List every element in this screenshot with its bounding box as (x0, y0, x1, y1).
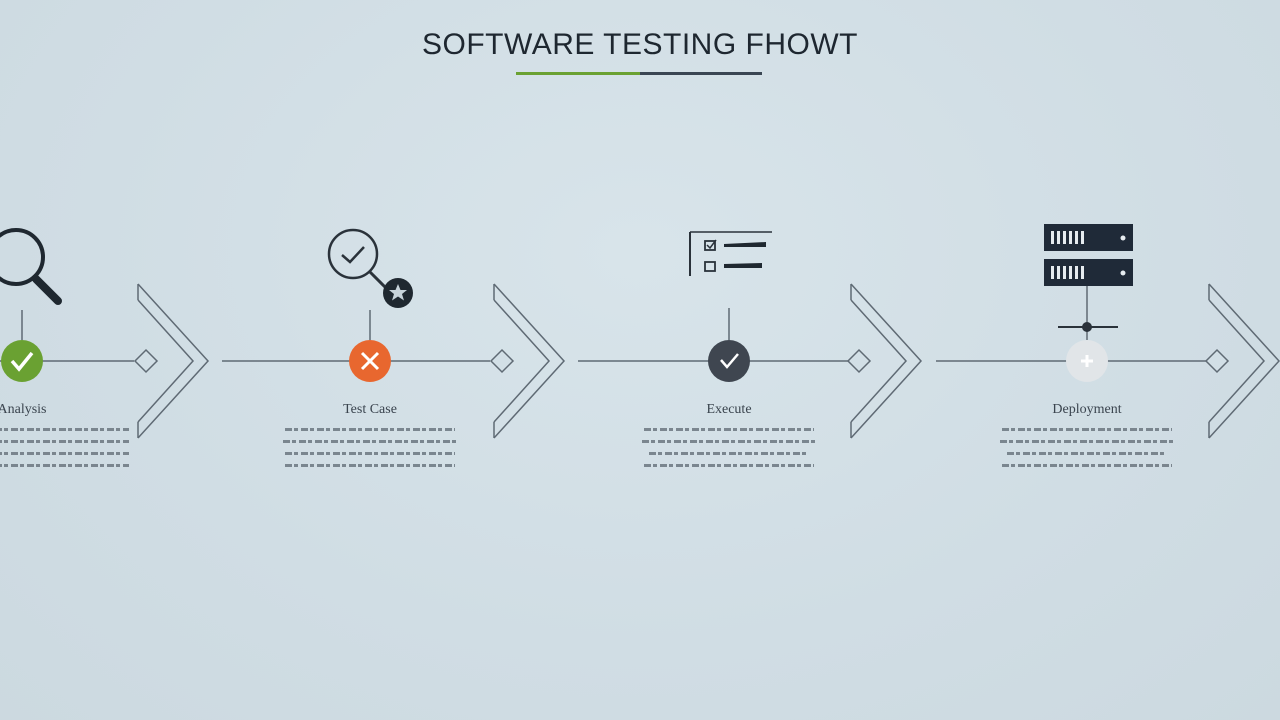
node-check-dark (708, 340, 750, 382)
title-underline-green (516, 72, 640, 75)
chevron-arrow-1 (137, 283, 210, 439)
diamond-4 (1204, 348, 1230, 374)
server-icon (1044, 224, 1133, 332)
title-underline (516, 72, 762, 75)
chevron-arrow-3 (850, 283, 923, 439)
chevron-arrow-4 (1208, 283, 1280, 439)
node-plus-light (1066, 340, 1108, 382)
stage-desc-execute (629, 428, 829, 476)
desc-line (1002, 464, 1172, 467)
diamond-3 (846, 348, 872, 374)
desc-line (1007, 452, 1167, 455)
desc-line (0, 452, 129, 455)
page-title: SOFTWARE TESTING FHOWT (422, 28, 858, 61)
stage-desc-analysis (0, 428, 154, 476)
stage-label-deployment: Deployment (1052, 402, 1122, 417)
stage-desc-test-case (270, 428, 470, 476)
diamond-2 (489, 348, 515, 374)
stage-desc-deployment (987, 428, 1187, 476)
desc-line (0, 428, 129, 431)
desc-line (644, 464, 814, 467)
desc-line (0, 464, 129, 467)
node-check-green (1, 340, 43, 382)
node-x-orange (349, 340, 391, 382)
desc-line (644, 428, 814, 431)
title-underline-dark (640, 72, 762, 75)
stage-label-test-case: Test Case (343, 402, 397, 417)
magnifier-check-star-icon (327, 228, 413, 308)
stage-label-execute: Execute (706, 402, 752, 417)
desc-line (285, 464, 455, 467)
desc-line (285, 452, 455, 455)
checklist-icon (689, 231, 772, 276)
stage-label-analysis: Analysis (0, 402, 47, 417)
desc-line (282, 440, 458, 443)
desc-line (285, 428, 455, 431)
magnifier-icon (0, 228, 62, 305)
desc-line (641, 440, 817, 443)
desc-line (1002, 428, 1172, 431)
chevron-arrow-2 (493, 283, 566, 439)
desc-line (999, 440, 1175, 443)
desc-line (649, 452, 809, 455)
desc-line (0, 440, 129, 443)
diamond-1 (133, 348, 159, 374)
